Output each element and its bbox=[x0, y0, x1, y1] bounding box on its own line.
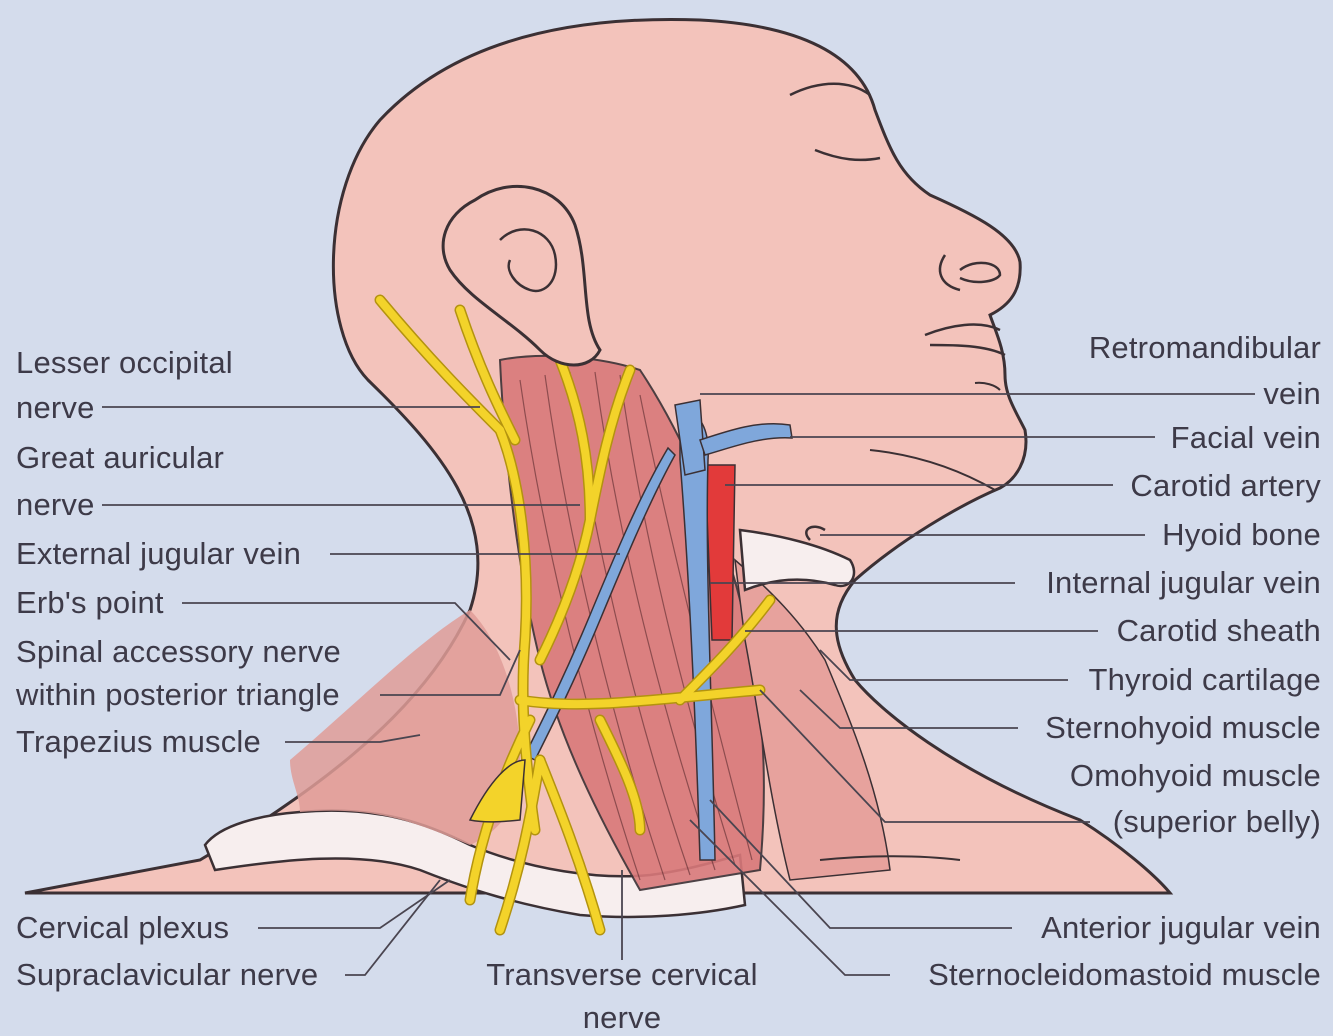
label-anterior-jugular: Anterior jugular vein bbox=[1041, 910, 1321, 946]
label-thyroid-cartilage: Thyroid cartilage bbox=[1088, 662, 1321, 698]
label-internal-jugular: Internal jugular vein bbox=[1046, 565, 1321, 601]
label-omohyoid-line2: (superior belly) bbox=[1113, 804, 1321, 840]
label-sternohyoid: Sternohyoid muscle bbox=[1045, 710, 1321, 746]
label-sternocleidomastoid: Sternocleidomastoid muscle bbox=[928, 957, 1321, 993]
label-trapezius: Trapezius muscle bbox=[16, 724, 261, 760]
label-spinal-accessory-line2: within posterior triangle bbox=[16, 677, 340, 713]
label-great-auricular-line1: Great auricular bbox=[16, 440, 224, 476]
label-lesser-occipital-line2: nerve bbox=[16, 390, 95, 426]
label-great-auricular-line2: nerve bbox=[16, 487, 95, 523]
label-omohyoid-line1: Omohyoid muscle bbox=[1070, 758, 1321, 794]
label-external-jugular: External jugular vein bbox=[16, 536, 301, 572]
label-spinal-accessory-line1: Spinal accessory nerve bbox=[16, 634, 341, 670]
label-transverse-cervical-line2: nerve bbox=[472, 1000, 772, 1036]
label-hyoid-bone: Hyoid bone bbox=[1162, 517, 1321, 553]
label-erbs-point: Erb's point bbox=[16, 585, 164, 621]
label-carotid-artery: Carotid artery bbox=[1130, 468, 1321, 504]
label-lesser-occipital-line1: Lesser occipital bbox=[16, 345, 233, 381]
label-retromandibular-line2: vein bbox=[1263, 376, 1321, 412]
label-supraclavicular: Supraclavicular nerve bbox=[16, 957, 318, 993]
label-carotid-sheath: Carotid sheath bbox=[1117, 613, 1321, 649]
leader-thyroid-cartilage bbox=[820, 650, 1068, 680]
label-cervical-plexus: Cervical plexus bbox=[16, 910, 229, 946]
label-transverse-cervical-line1: Transverse cervical bbox=[472, 957, 772, 993]
label-facial-vein: Facial vein bbox=[1171, 420, 1321, 456]
label-retromandibular-line1: Retromandibular bbox=[1089, 330, 1321, 366]
